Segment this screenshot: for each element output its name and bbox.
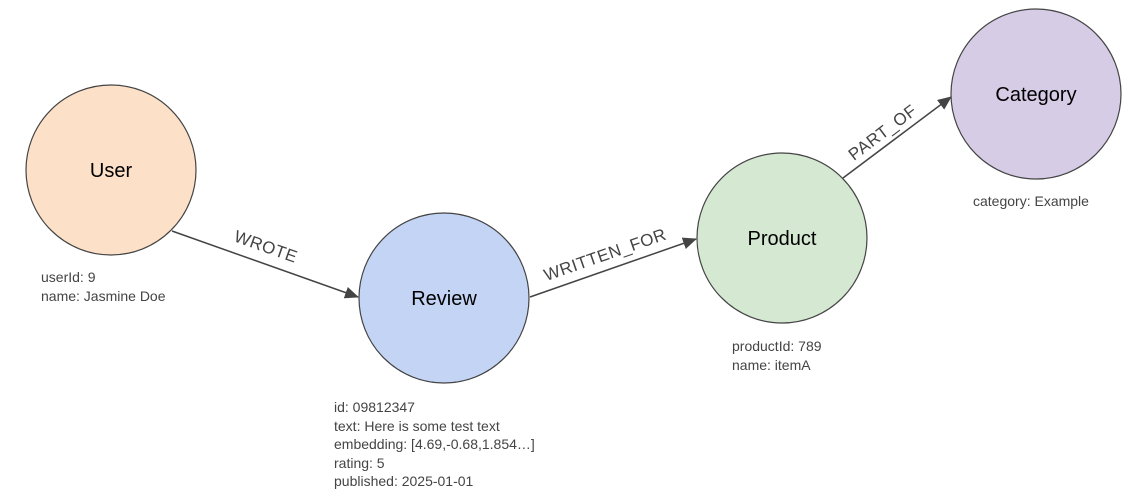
- property-line: productId: 789: [732, 338, 822, 354]
- node-user[interactable]: [25, 84, 197, 256]
- property-line: rating: 5: [334, 454, 385, 471]
- property-line: id: 09812347: [334, 399, 415, 415]
- property-line: text: Here is some test text: [334, 417, 500, 434]
- node-review[interactable]: [358, 212, 530, 384]
- property-line: published: 2025-01-01: [334, 473, 474, 489]
- node-user-label: User: [90, 160, 133, 182]
- edge-wrote-line: [171, 230, 359, 299]
- edge-part-of-label: PART_OF: [845, 101, 921, 165]
- property-line: name: itemA: [732, 356, 811, 373]
- node-product[interactable]: [696, 152, 868, 324]
- node-review-properties: id: 09812347 text: Here is some test tex…: [334, 398, 535, 491]
- property-line: embedding: [4.69,-0.68,1.854…]: [334, 436, 535, 452]
- edge-part-of-line: [842, 96, 952, 179]
- node-user-properties: userId: 9 name: Jasmine Doe: [41, 268, 166, 305]
- edge-wrote-label: WROTE: [232, 227, 300, 267]
- property-line: category: Example: [973, 193, 1089, 209]
- edge-written-for-line: [529, 237, 697, 298]
- node-review-label: Review: [411, 288, 477, 310]
- node-category[interactable]: [950, 8, 1122, 180]
- node-category-properties: category: Example: [973, 192, 1089, 211]
- property-line: userId: 9: [41, 269, 96, 285]
- node-category-label: Category: [995, 84, 1076, 106]
- property-line: name: Jasmine Doe: [41, 287, 166, 304]
- node-product-label: Product: [748, 228, 817, 250]
- node-product-properties: productId: 789 name: itemA: [732, 337, 822, 374]
